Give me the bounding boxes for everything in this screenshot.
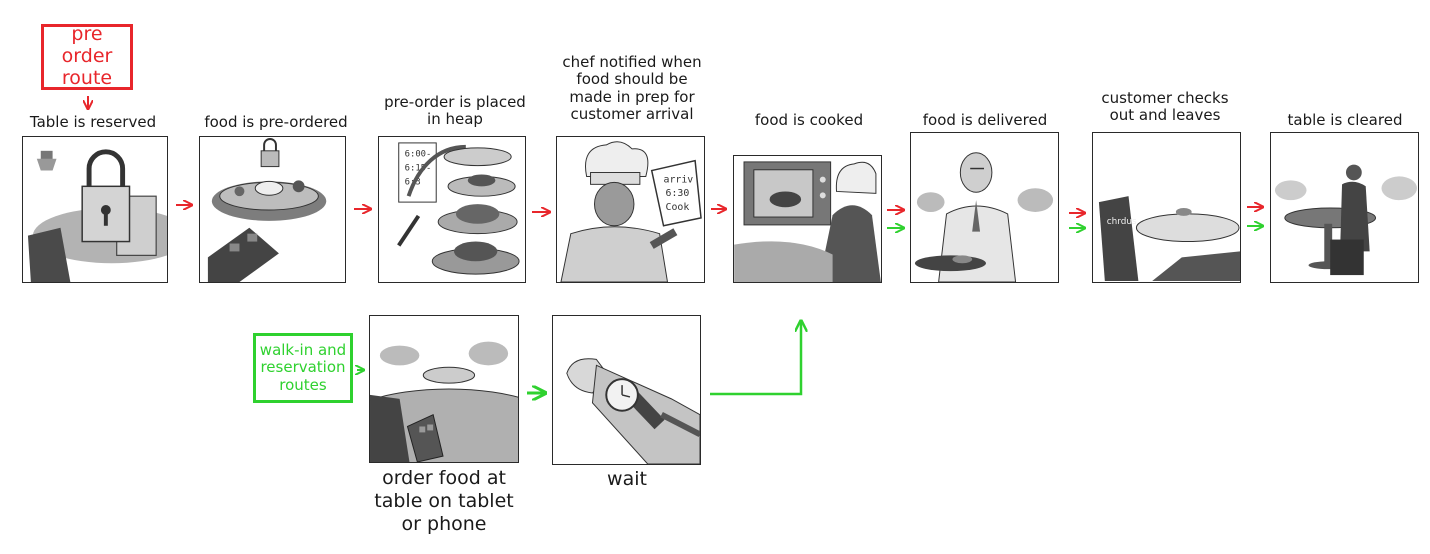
svg-text:arriv: arriv	[664, 174, 694, 185]
lock-on-table-sketch	[27, 149, 167, 282]
svg-text:6:00-: 6:00-	[405, 150, 432, 160]
checkout-table-sketch: chrdus	[1098, 196, 1240, 281]
green-arrow-to-cooked	[710, 322, 801, 396]
step-label-table-cleared: table is cleared	[1287, 111, 1403, 129]
step-label-food-cooked: food is cooked	[754, 111, 864, 129]
step-label-table-reserved: Table is reserved	[29, 113, 157, 131]
preorder-route-box: pre order route	[41, 23, 133, 90]
walkin-route-box: walk-in and reservation routes	[253, 333, 353, 403]
sketch-wait	[552, 315, 701, 465]
sketch-chef-notified: arriv 6:30 Cook	[556, 136, 705, 283]
svg-text:Cook: Cook	[666, 202, 690, 213]
walkin-route-label: walk-in and reservation routes	[259, 341, 347, 394]
svg-text:6:15-: 6:15-	[405, 164, 432, 174]
step-label-food-delivered: food is delivered	[922, 111, 1048, 129]
sketch-food-preordered	[199, 136, 346, 283]
preorder-route-label: pre order route	[61, 23, 113, 89]
oven-and-chef-sketch	[734, 161, 881, 282]
tablet-at-table-sketch	[370, 341, 518, 462]
sketch-order-tablet	[369, 315, 519, 463]
sketch-preorder-heap: 6:00- 6:15- 6:3	[378, 136, 526, 283]
sketch-checkout: chrdus	[1092, 132, 1241, 283]
stacked-plates-sketch: 6:00- 6:15- 6:3	[397, 142, 520, 275]
step-label-preorder-heap: pre-order is placed in heap	[384, 93, 526, 129]
chef-with-ticket-sketch: arriv 6:30 Cook	[560, 141, 702, 282]
step-label-checkout: customer checks out and leaves	[1101, 89, 1229, 125]
sketch-table-reserved	[22, 136, 168, 283]
sketch-food-delivered	[910, 132, 1059, 283]
step-label-chef-notified: chef notified when food should be made i…	[562, 53, 702, 123]
platter-with-lock-sketch	[207, 137, 327, 282]
step-label-order-tablet: order food at table on tablet or phone	[374, 467, 514, 535]
sketch-food-cooked	[733, 155, 882, 283]
step-label-wait: wait	[607, 468, 647, 490]
waiter-clearing-sketch	[1274, 164, 1418, 276]
svg-text:chrdus: chrdus	[1107, 217, 1137, 227]
sketch-table-cleared	[1270, 132, 1419, 283]
waiter-serving-sketch	[914, 152, 1054, 282]
step-label-food-preordered: food is pre-ordered	[204, 113, 348, 131]
svg-text:6:30: 6:30	[666, 188, 690, 199]
wristwatch-sketch	[566, 358, 700, 464]
